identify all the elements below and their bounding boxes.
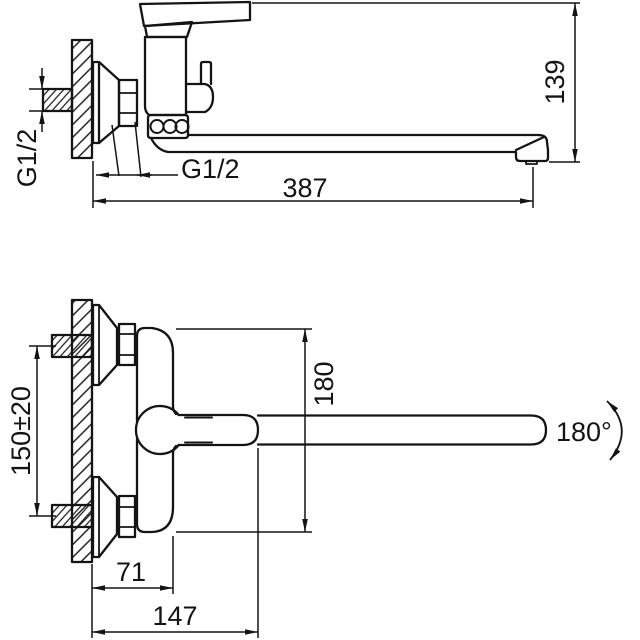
spout-tip-chamfer [514,135,546,152]
side-view-dimensions [29,2,580,208]
swivel-arc-arrow [606,400,623,461]
supply-stub-top [50,333,94,359]
nut-bottom-front [117,494,137,539]
swivel-bearing-housing [146,113,190,140]
diverter-pin [199,60,213,86]
escutcheon [91,60,121,145]
nut-bottom-facets [118,506,136,528]
swivel-angle-label: 180° [556,417,612,447]
g12-nut-projection-lines [111,121,142,178]
depth71-extension-lines [91,536,174,638]
spout-behind-handle-lines [184,416,213,444]
spacing-extension-lines [29,345,56,517]
side-view [41,0,550,165]
nut-top-front [117,322,137,367]
spout-side [186,133,550,163]
handle-lever-front [177,413,260,447]
spout-reach-label: 387 [282,173,327,203]
body-height-label: 180 [309,361,339,406]
faucet-body-side [143,35,188,117]
nut-top-facets [118,333,136,356]
inlet-spacing-label: 150±20 [6,386,36,476]
wall-section-front [70,298,94,564]
thread-size-wall-label: G1/2 [12,129,42,188]
handle-lever-side [138,0,252,28]
aerator-notch [525,160,538,165]
overall-height-label: 139 [540,59,570,104]
connection-nut [117,78,139,128]
spout-flare [149,136,190,154]
height-extension-lines [252,2,580,163]
wall-to-body-label: 71 [116,557,146,587]
spout-hub [184,82,215,114]
spout-front [256,414,548,446]
handle-rosette [134,404,180,456]
thread-size-nut-label: G1/2 [181,154,240,184]
body-front-upper [135,326,178,416]
wall-section [70,38,94,160]
nut-facet-lines [118,92,138,114]
bearing-balls [149,119,190,134]
front-view [50,298,548,564]
wall-to-handle-label: 147 [152,601,197,631]
supply-pipe-stub [41,87,74,113]
escutcheon-top-front [91,303,119,387]
supply-stub-bottom [50,503,94,529]
front-view-dimensions [29,328,623,638]
body-height-extension-lines [176,328,312,533]
escutcheon-bottom-front [91,475,119,559]
